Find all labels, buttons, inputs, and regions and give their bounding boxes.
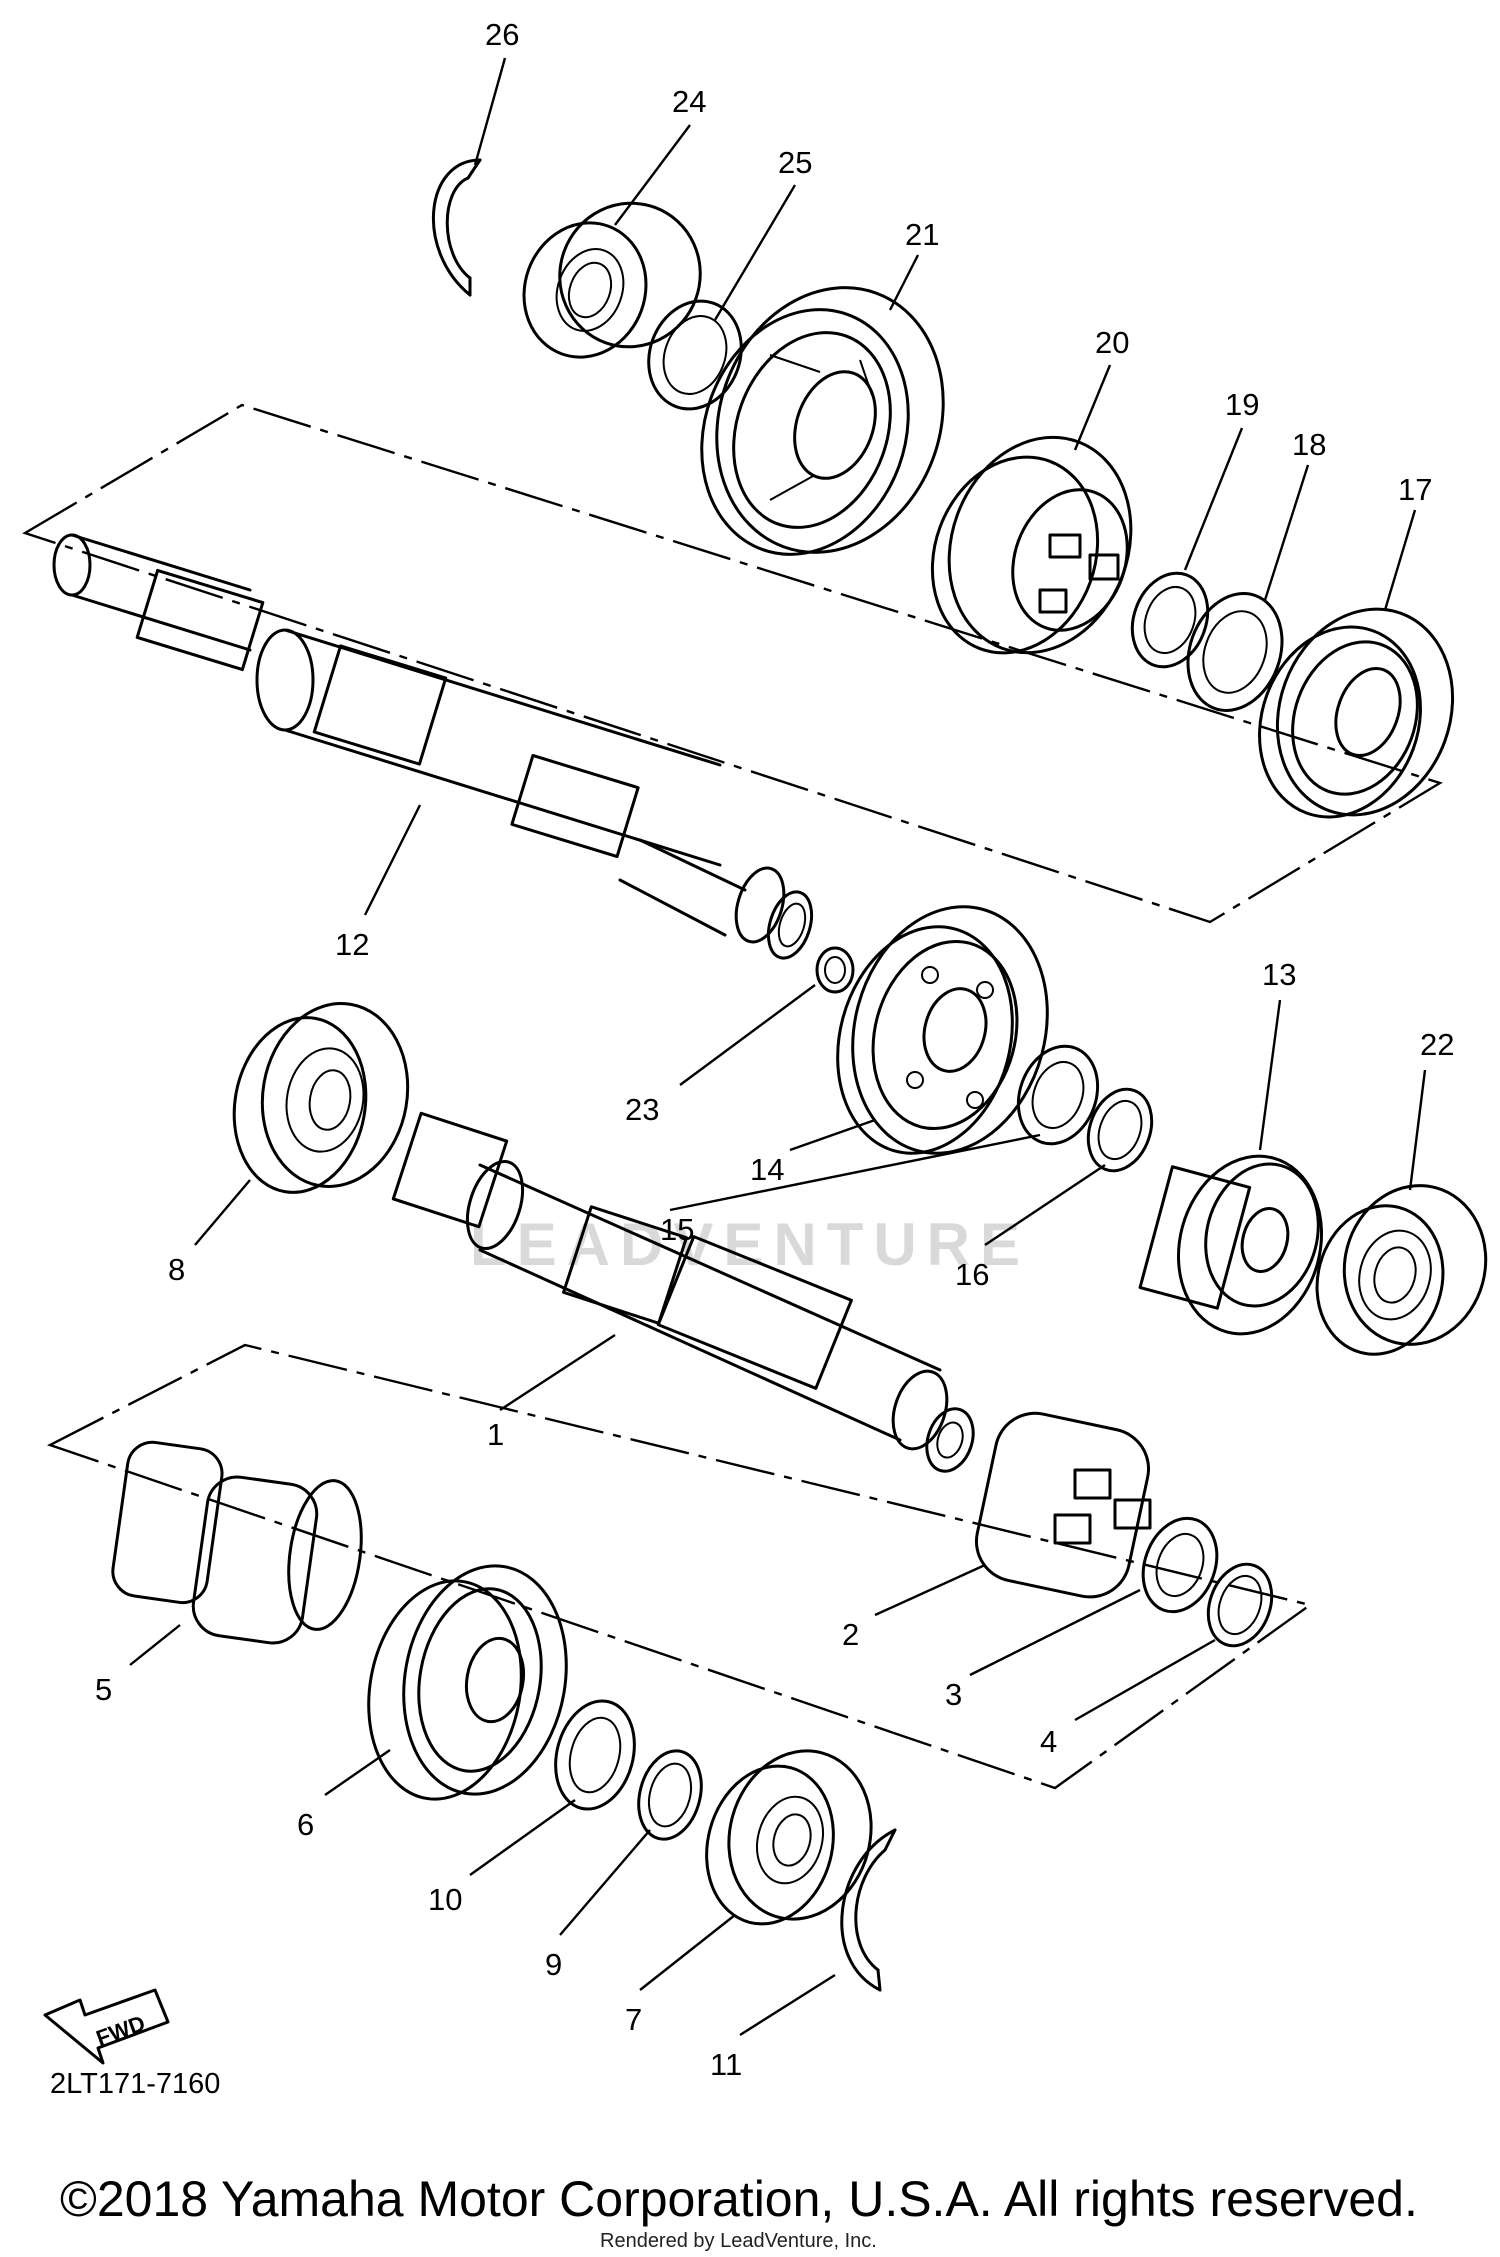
part-5-gear xyxy=(111,1440,363,1645)
part-4-circlip xyxy=(1206,1562,1274,1648)
watermark: LEADVENTURE xyxy=(470,1211,1030,1278)
label-2: 2 xyxy=(842,1617,859,1652)
fwd-label: FWD xyxy=(93,2010,149,2051)
label-13: 13 xyxy=(1262,957,1296,992)
part-14-gear xyxy=(836,905,1049,1155)
part-15-washer xyxy=(1016,1044,1100,1146)
upper-assembly-outline xyxy=(22,403,1443,924)
label-19: 19 xyxy=(1225,387,1259,422)
part-6-gear xyxy=(367,1564,568,1801)
label-16: 16 xyxy=(955,1257,989,1292)
part-1-shaft xyxy=(391,1111,975,1473)
copyright-text: ©2018 Yamaha Motor Corporation, U.S.A. A… xyxy=(60,2171,1418,2227)
label-12: 12 xyxy=(335,927,369,962)
label-18: 18 xyxy=(1292,427,1326,462)
rendered-by-text: Rendered by LeadVenture, Inc. xyxy=(600,2230,877,2252)
part-13-gear xyxy=(1138,1154,1324,1336)
part-23-collar xyxy=(815,946,855,994)
label-4: 4 xyxy=(1040,1724,1057,1759)
label-7: 7 xyxy=(625,2002,642,2037)
part-number-labels: 26 24 25 21 20 19 18 17 12 13 22 23 14 1… xyxy=(95,17,1454,2082)
lower-assembly-outline xyxy=(46,1343,1313,1790)
label-21: 21 xyxy=(905,217,939,252)
label-5: 5 xyxy=(95,1672,112,1707)
part-2-gear xyxy=(974,1411,1152,1599)
part-9-circlip xyxy=(637,1749,703,1841)
label-22: 22 xyxy=(1420,1027,1454,1062)
label-1: 1 xyxy=(487,1417,504,1452)
label-3: 3 xyxy=(945,1677,962,1712)
fwd-arrow-icon: FWD xyxy=(43,1988,170,2065)
label-11: 11 xyxy=(710,2047,742,2082)
label-15: 15 xyxy=(660,1212,694,1247)
diagram-code: 2LT171-7160 xyxy=(50,2068,221,2100)
part-10-washer xyxy=(554,1699,636,1811)
part-12-shaft xyxy=(52,533,814,960)
part-18-washer xyxy=(1186,592,1284,712)
label-6: 6 xyxy=(297,1807,314,1842)
part-11-circlip xyxy=(840,1828,897,1992)
part-8-bearing xyxy=(232,1002,410,1194)
label-20: 20 xyxy=(1095,325,1129,360)
part-17-gear xyxy=(1258,607,1455,819)
label-26: 26 xyxy=(485,17,519,52)
part-3-washer xyxy=(1141,1516,1219,1614)
watermark-text: LEADVENTURE xyxy=(470,1211,1030,1278)
part-25-washer xyxy=(647,299,743,411)
part-21-gear xyxy=(700,286,945,556)
label-24: 24 xyxy=(672,84,706,119)
part-24-bearing xyxy=(522,201,702,359)
label-23: 23 xyxy=(625,1092,659,1127)
part-26-circlip xyxy=(431,158,482,297)
label-14: 14 xyxy=(750,1152,784,1187)
part-20-gear xyxy=(930,435,1133,655)
label-9: 9 xyxy=(545,1947,562,1982)
label-10: 10 xyxy=(428,1882,462,1917)
label-17: 17 xyxy=(1398,472,1432,507)
label-8: 8 xyxy=(168,1252,185,1287)
leader-lines xyxy=(129,57,1427,2037)
part-19-circlip xyxy=(1130,571,1210,669)
part-16-circlip xyxy=(1086,1087,1154,1173)
part-7-bearing xyxy=(705,1749,873,1926)
label-25: 25 xyxy=(778,145,812,180)
part-22-bearing xyxy=(1315,1184,1488,1356)
